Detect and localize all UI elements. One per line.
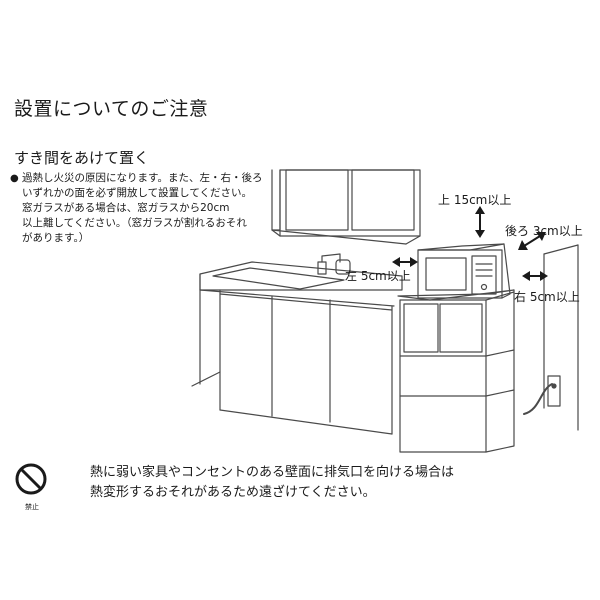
arrow-up-down-icon (475, 206, 485, 238)
bullet-icon: ● (10, 173, 19, 184)
left-clearance-label: 左 5cm以上 (345, 269, 411, 283)
power-outlet (523, 375, 561, 415)
note-line: 以上離してください。（窓ガラスが割れるおそれ (22, 217, 247, 229)
kitchen-counter (199, 261, 403, 435)
top-clearance-label: 上 15cm以上 (438, 193, 512, 207)
floor-line (191, 371, 221, 387)
page-title: 設置についてのご注意 (14, 98, 209, 120)
prohibit-icon (15, 463, 47, 495)
faucet (317, 253, 351, 275)
arrow-left-icon (392, 257, 418, 267)
arrow-back-icon (518, 232, 546, 250)
note-line: があります。） (22, 232, 90, 244)
warning-line: 熱に弱い家具やコンセントのある壁面に排気口を向ける場合は (90, 465, 455, 480)
prohibit-label: 禁止 (25, 503, 39, 511)
back-clearance-label: 後ろ 3cm以上 (505, 224, 583, 238)
microwave-stand (397, 289, 515, 453)
window (271, 169, 421, 245)
section-subtitle: すき間をあけて置く (14, 149, 150, 167)
warning-text: 熱に弱い家具やコンセントのある壁面に排気口を向ける場合は 熱変形するおそれがある… (90, 463, 454, 503)
microwave-oven (417, 243, 511, 299)
note-line: いずれかの面を必ず開放して設置してください。 (22, 187, 253, 199)
right-clearance-label: 右 5cm以上 (514, 290, 580, 304)
note-line: 窓ガラスがある場合は、窓ガラスから20cm (22, 202, 230, 214)
clearance-arrows (392, 206, 548, 281)
warning-line: 熱変形するおそれがあるため遠ざけてください。 (90, 485, 376, 500)
note-line: 過熱し火災の原因になります。また、左・右・後ろ (22, 172, 263, 184)
wall-corner-top (543, 244, 579, 255)
caution-note: ● 過熱し火災の原因になります。また、左・右・後ろ いずれかの面を必ず開放して設… (10, 171, 262, 246)
arrow-right-icon (522, 271, 548, 281)
